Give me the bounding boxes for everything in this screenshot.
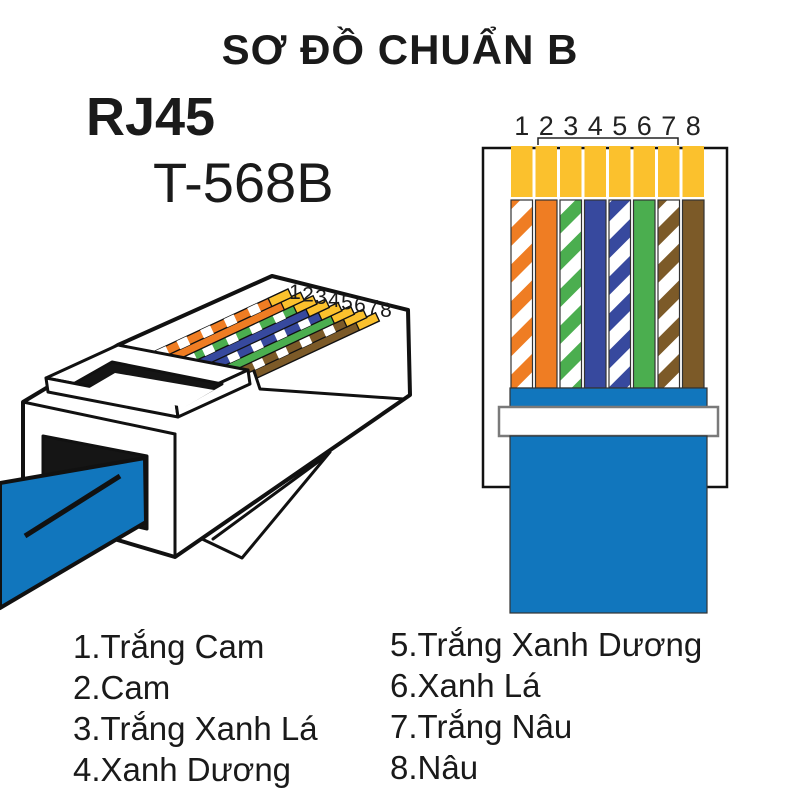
- svg-text:8: 8: [380, 299, 392, 322]
- legend-item-pin6: 6.Xanh Lá: [390, 667, 541, 704]
- svg-text:7: 7: [367, 297, 379, 320]
- body-edges: [21, 369, 406, 559]
- legend-column-right: 5.Trắng Xanh Dương 6.Xanh Lá 7.Trắng Nâu…: [390, 628, 702, 792]
- wire-column-green: [632, 199, 656, 389]
- cable-entry: [0, 434, 149, 610]
- page-title: SƠ ĐỒ CHUẨN B: [221, 26, 579, 73]
- svg-text:8: 8: [686, 111, 701, 141]
- gold-pin-tip: [267, 288, 293, 308]
- svg-text:1: 1: [514, 111, 529, 141]
- wire-column-orange: [534, 199, 558, 389]
- legend-item-pin4: 4.Xanh Dương: [73, 751, 292, 788]
- latch-block: [44, 343, 252, 419]
- svg-text:3: 3: [563, 111, 578, 141]
- legend-item-pin3: 3.Trắng Xanh Lá: [73, 710, 318, 747]
- legend-column-left: 1.Trắng Cam 2.Cam 3.Trắng Xanh Lá 4.Xanh…: [73, 630, 318, 794]
- wire-white-blue: [208, 301, 343, 372]
- cable-highlight-line: [23, 473, 122, 539]
- svg-text:2: 2: [539, 111, 554, 141]
- wire-column-white-blue: [608, 199, 632, 389]
- svg-text:6: 6: [637, 111, 652, 141]
- wire-column-white-brown: [657, 199, 681, 389]
- svg-text:4: 4: [588, 111, 603, 141]
- svg-text:2: 2: [302, 284, 314, 307]
- gold-contact-pins: [511, 146, 704, 197]
- rj45-pinout-front-view: 1 2 3 4 5 6 7 8: [481, 111, 729, 614]
- svg-text:5: 5: [341, 291, 353, 314]
- wire-column-white-orange: [510, 199, 534, 389]
- cable-jacket-top: [509, 387, 708, 408]
- svg-text:6: 6: [354, 294, 366, 317]
- legend-item-pin8: 8.Nâu: [390, 749, 479, 786]
- rj45-connector-3d-illustration: 1 2 3 4 5 6 7 8: [0, 274, 412, 610]
- wire-columns: [510, 199, 705, 389]
- svg-text:5: 5: [612, 111, 627, 141]
- svg-text:7: 7: [661, 111, 676, 141]
- standard-name-label: T-568B: [153, 151, 334, 214]
- legend-item-pin1: 1.Trắng Cam: [73, 628, 265, 665]
- pins-2-7-bracket: [537, 137, 679, 145]
- svg-text:3: 3: [315, 286, 327, 309]
- blue-cable-body: [509, 435, 708, 614]
- blue-cable: [0, 456, 148, 610]
- wire-column-blue: [583, 199, 607, 389]
- legend-item-pin5: 5.Trắng Xanh Dương: [390, 626, 703, 663]
- connector-name-label: RJ45: [86, 87, 216, 147]
- pin-numbers-3d: 1 2 3 4 5 6 7 8: [289, 281, 392, 322]
- wire-column-white-green: [559, 199, 583, 389]
- svg-text:1: 1: [289, 281, 301, 304]
- wire-fan: [151, 288, 381, 380]
- legend-item-pin7: 7.Trắng Nâu: [390, 708, 573, 745]
- latch-hole-floor: [86, 373, 214, 407]
- svg-text:4: 4: [328, 289, 340, 312]
- strain-relief-bar: [497, 405, 720, 438]
- pin-numbers-front: 1 2 3 4 5 6 7 8: [514, 111, 701, 141]
- legend-item-pin2: 2.Cam: [73, 669, 171, 706]
- wire-column-brown: [681, 199, 705, 389]
